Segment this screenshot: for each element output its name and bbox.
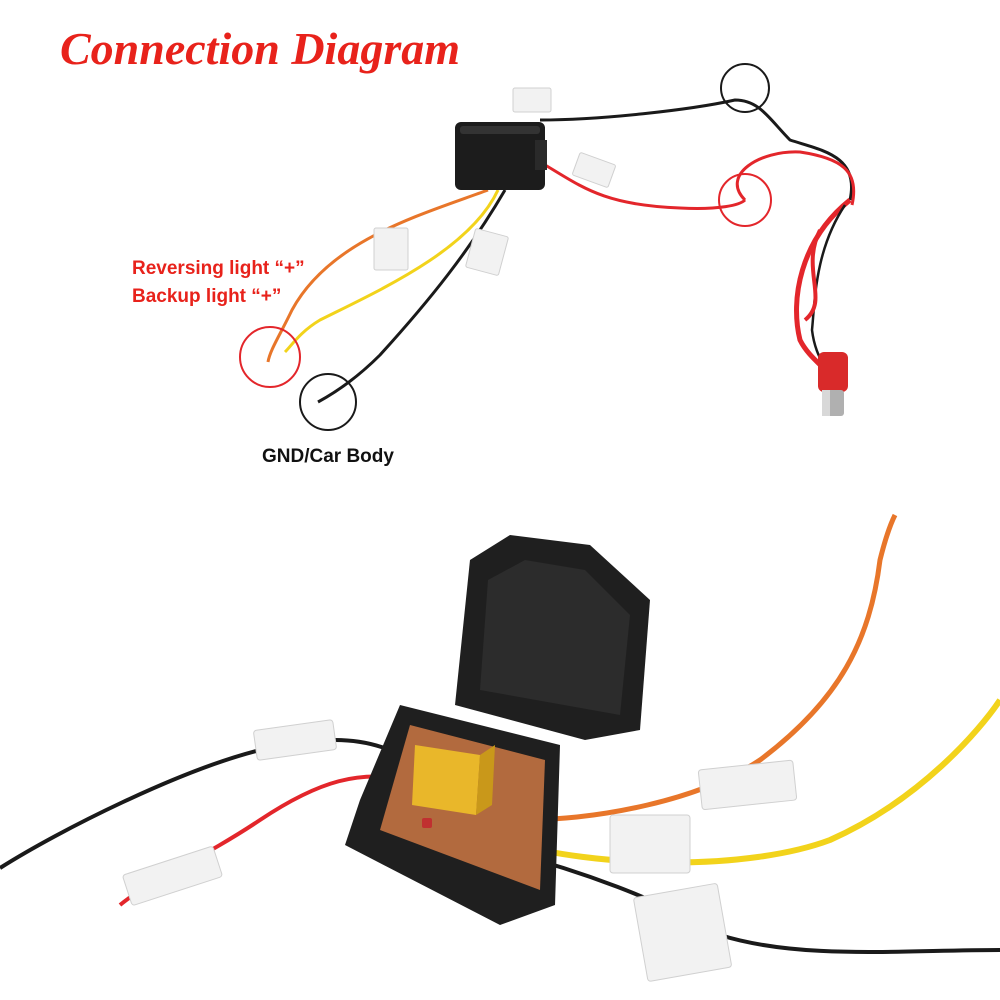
control-box bbox=[455, 122, 547, 190]
red-power-wire bbox=[539, 150, 856, 210]
bottom-photo-panel bbox=[0, 500, 1000, 1000]
ground-wire-end-circle bbox=[299, 373, 357, 431]
box-lid bbox=[455, 535, 650, 740]
orange-wire-bottom bbox=[519, 513, 898, 823]
yellow-wire-bottom bbox=[499, 698, 1000, 866]
wire-tags bbox=[373, 87, 616, 276]
black-power-wire bbox=[539, 98, 854, 201]
trigger-wire-end-circle bbox=[239, 326, 301, 388]
dc-plug bbox=[818, 352, 848, 416]
wire-tags-bottom bbox=[122, 719, 798, 982]
ground-label: GND/Car Body bbox=[262, 446, 394, 467]
reversing-light-label: Reversing light “+” bbox=[132, 258, 305, 279]
diagram-title: Connection Diagram bbox=[60, 23, 461, 74]
relay bbox=[412, 745, 495, 828]
yellow-wire bbox=[283, 189, 500, 354]
orange-wire bbox=[266, 188, 489, 363]
red-wire-end-circle bbox=[718, 173, 772, 227]
top-diagram-panel bbox=[0, 0, 1000, 495]
black-wire-end-circle bbox=[720, 63, 770, 113]
backup-light-label: Backup light “+” bbox=[132, 286, 282, 307]
left-black-wire bbox=[0, 738, 412, 870]
